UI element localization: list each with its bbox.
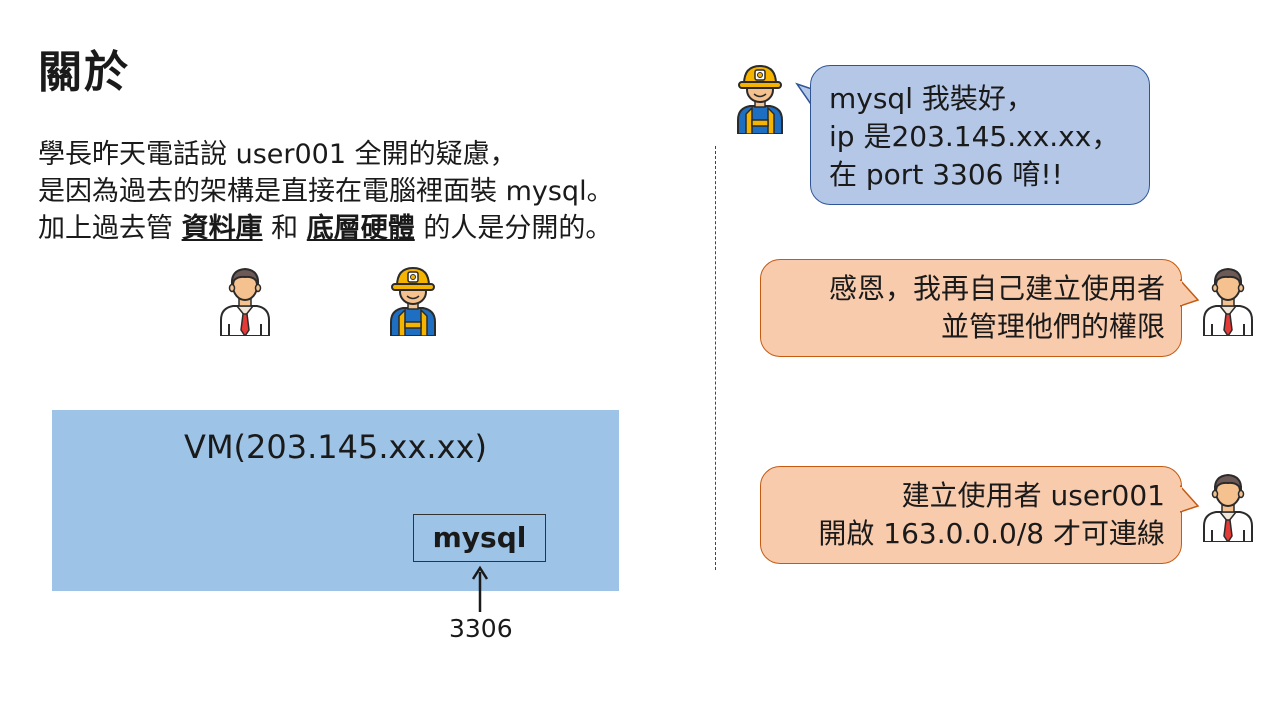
bubble-tail-icon: [1180, 278, 1200, 307]
divider-line: [715, 146, 716, 570]
intro-line-3: 加上過去管 資料庫 和 底層硬體 的人是分開的。: [38, 210, 614, 247]
worker-msg-line-3: 在 port 3306 唷!!: [829, 158, 1063, 191]
vm-label: VM(203.145.xx.xx): [184, 428, 487, 466]
manager-icon: [215, 264, 275, 336]
worker-message-bubble: mysql 我裝好， ip 是203.145.xx.xx， 在 port 330…: [810, 65, 1150, 205]
intro-line-3-pre: 加上過去管: [38, 213, 182, 244]
manager-avatar-icon: [1198, 264, 1258, 336]
manager-msg2-line-2: 開啟 163.0.0.0/8 才可連線: [818, 517, 1165, 550]
slide-title: 關於: [38, 47, 130, 98]
manager-msg1-line-2: 並管理他們的權限: [940, 310, 1165, 343]
manager-msg2-line-1: 建立使用者 user001: [901, 479, 1165, 512]
intro-line-2: 是因為過去的架構是直接在電腦裡面裝 mysql。: [38, 176, 614, 207]
bubble-tail-icon: [1180, 484, 1200, 513]
database-highlight: 資料庫: [181, 213, 263, 244]
mysql-box: mysql: [413, 514, 546, 562]
port-arrow-icon: [471, 566, 489, 612]
manager-msg1-line-1: 感恩，我再自己建立使用者: [828, 272, 1165, 305]
port-label: 3306: [449, 614, 513, 643]
worker-msg-line-1: mysql 我裝好，: [829, 82, 1034, 115]
hardware-highlight: 底層硬體: [306, 213, 415, 244]
intro-text: 學長昨天電話說 user001 全開的疑慮， 是因為過去的架構是直接在電腦裡面裝…: [38, 136, 614, 247]
worker-msg-line-2: ip 是203.145.xx.xx，: [829, 120, 1120, 153]
intro-line-1: 學長昨天電話說 user001 全開的疑慮，: [38, 139, 517, 170]
intro-line-3-post: 的人是分開的。: [414, 213, 613, 244]
vm-box: VM(203.145.xx.xx) mysql: [52, 410, 619, 591]
worker-icon: [383, 264, 443, 336]
worker-avatar-icon: [730, 62, 790, 134]
manager-message-bubble-2: 建立使用者 user001 開啟 163.0.0.0/8 才可連線: [760, 466, 1182, 564]
intro-line-3-mid: 和: [262, 213, 307, 244]
manager-message-bubble-1: 感恩，我再自己建立使用者 並管理他們的權限: [760, 259, 1182, 357]
manager-avatar-icon: [1198, 470, 1258, 542]
